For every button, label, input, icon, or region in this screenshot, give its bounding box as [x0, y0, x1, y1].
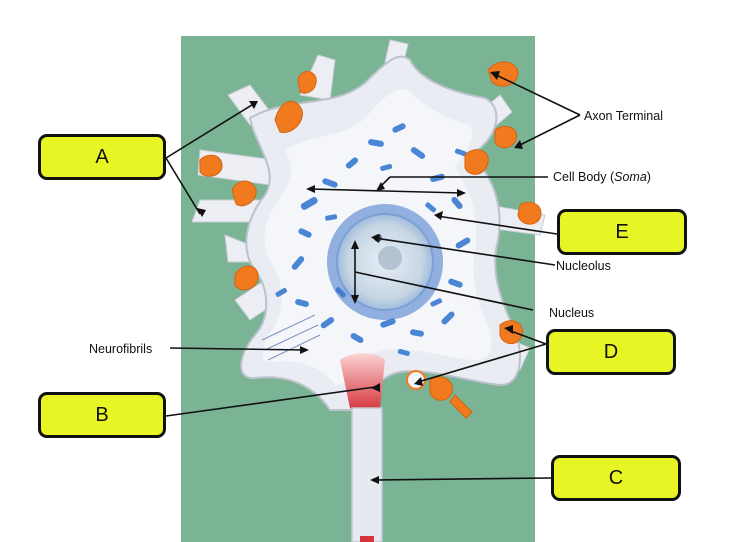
label-soma: Soma	[614, 170, 647, 184]
callout-c: C	[551, 455, 681, 501]
callout-b: B	[38, 392, 166, 438]
nucleolus	[378, 246, 402, 270]
arrowheads	[197, 71, 523, 484]
annotation-leaders	[165, 73, 581, 481]
label-cell-body-main: Cell Body (	[553, 170, 615, 184]
label-close-paren: )	[646, 170, 651, 184]
label-nucleolus: Nucleolus	[556, 259, 611, 273]
label-nucleus: Nucleus	[549, 306, 595, 320]
label-axon-terminal: Axon Terminal	[584, 109, 663, 123]
callout-a: A	[38, 134, 166, 180]
neurofibril-streaks	[261, 314, 321, 361]
callout-d: D	[546, 329, 676, 375]
label-cell-body: Cell Body (Soma)	[553, 170, 651, 184]
axon	[351, 407, 383, 542]
callout-e: E	[557, 209, 687, 255]
axon-hillock	[340, 353, 385, 411]
label-neurofibrils: Neurofibrils	[89, 342, 153, 356]
synaptic-terminals	[199, 61, 542, 419]
nissl-granules	[275, 123, 471, 357]
